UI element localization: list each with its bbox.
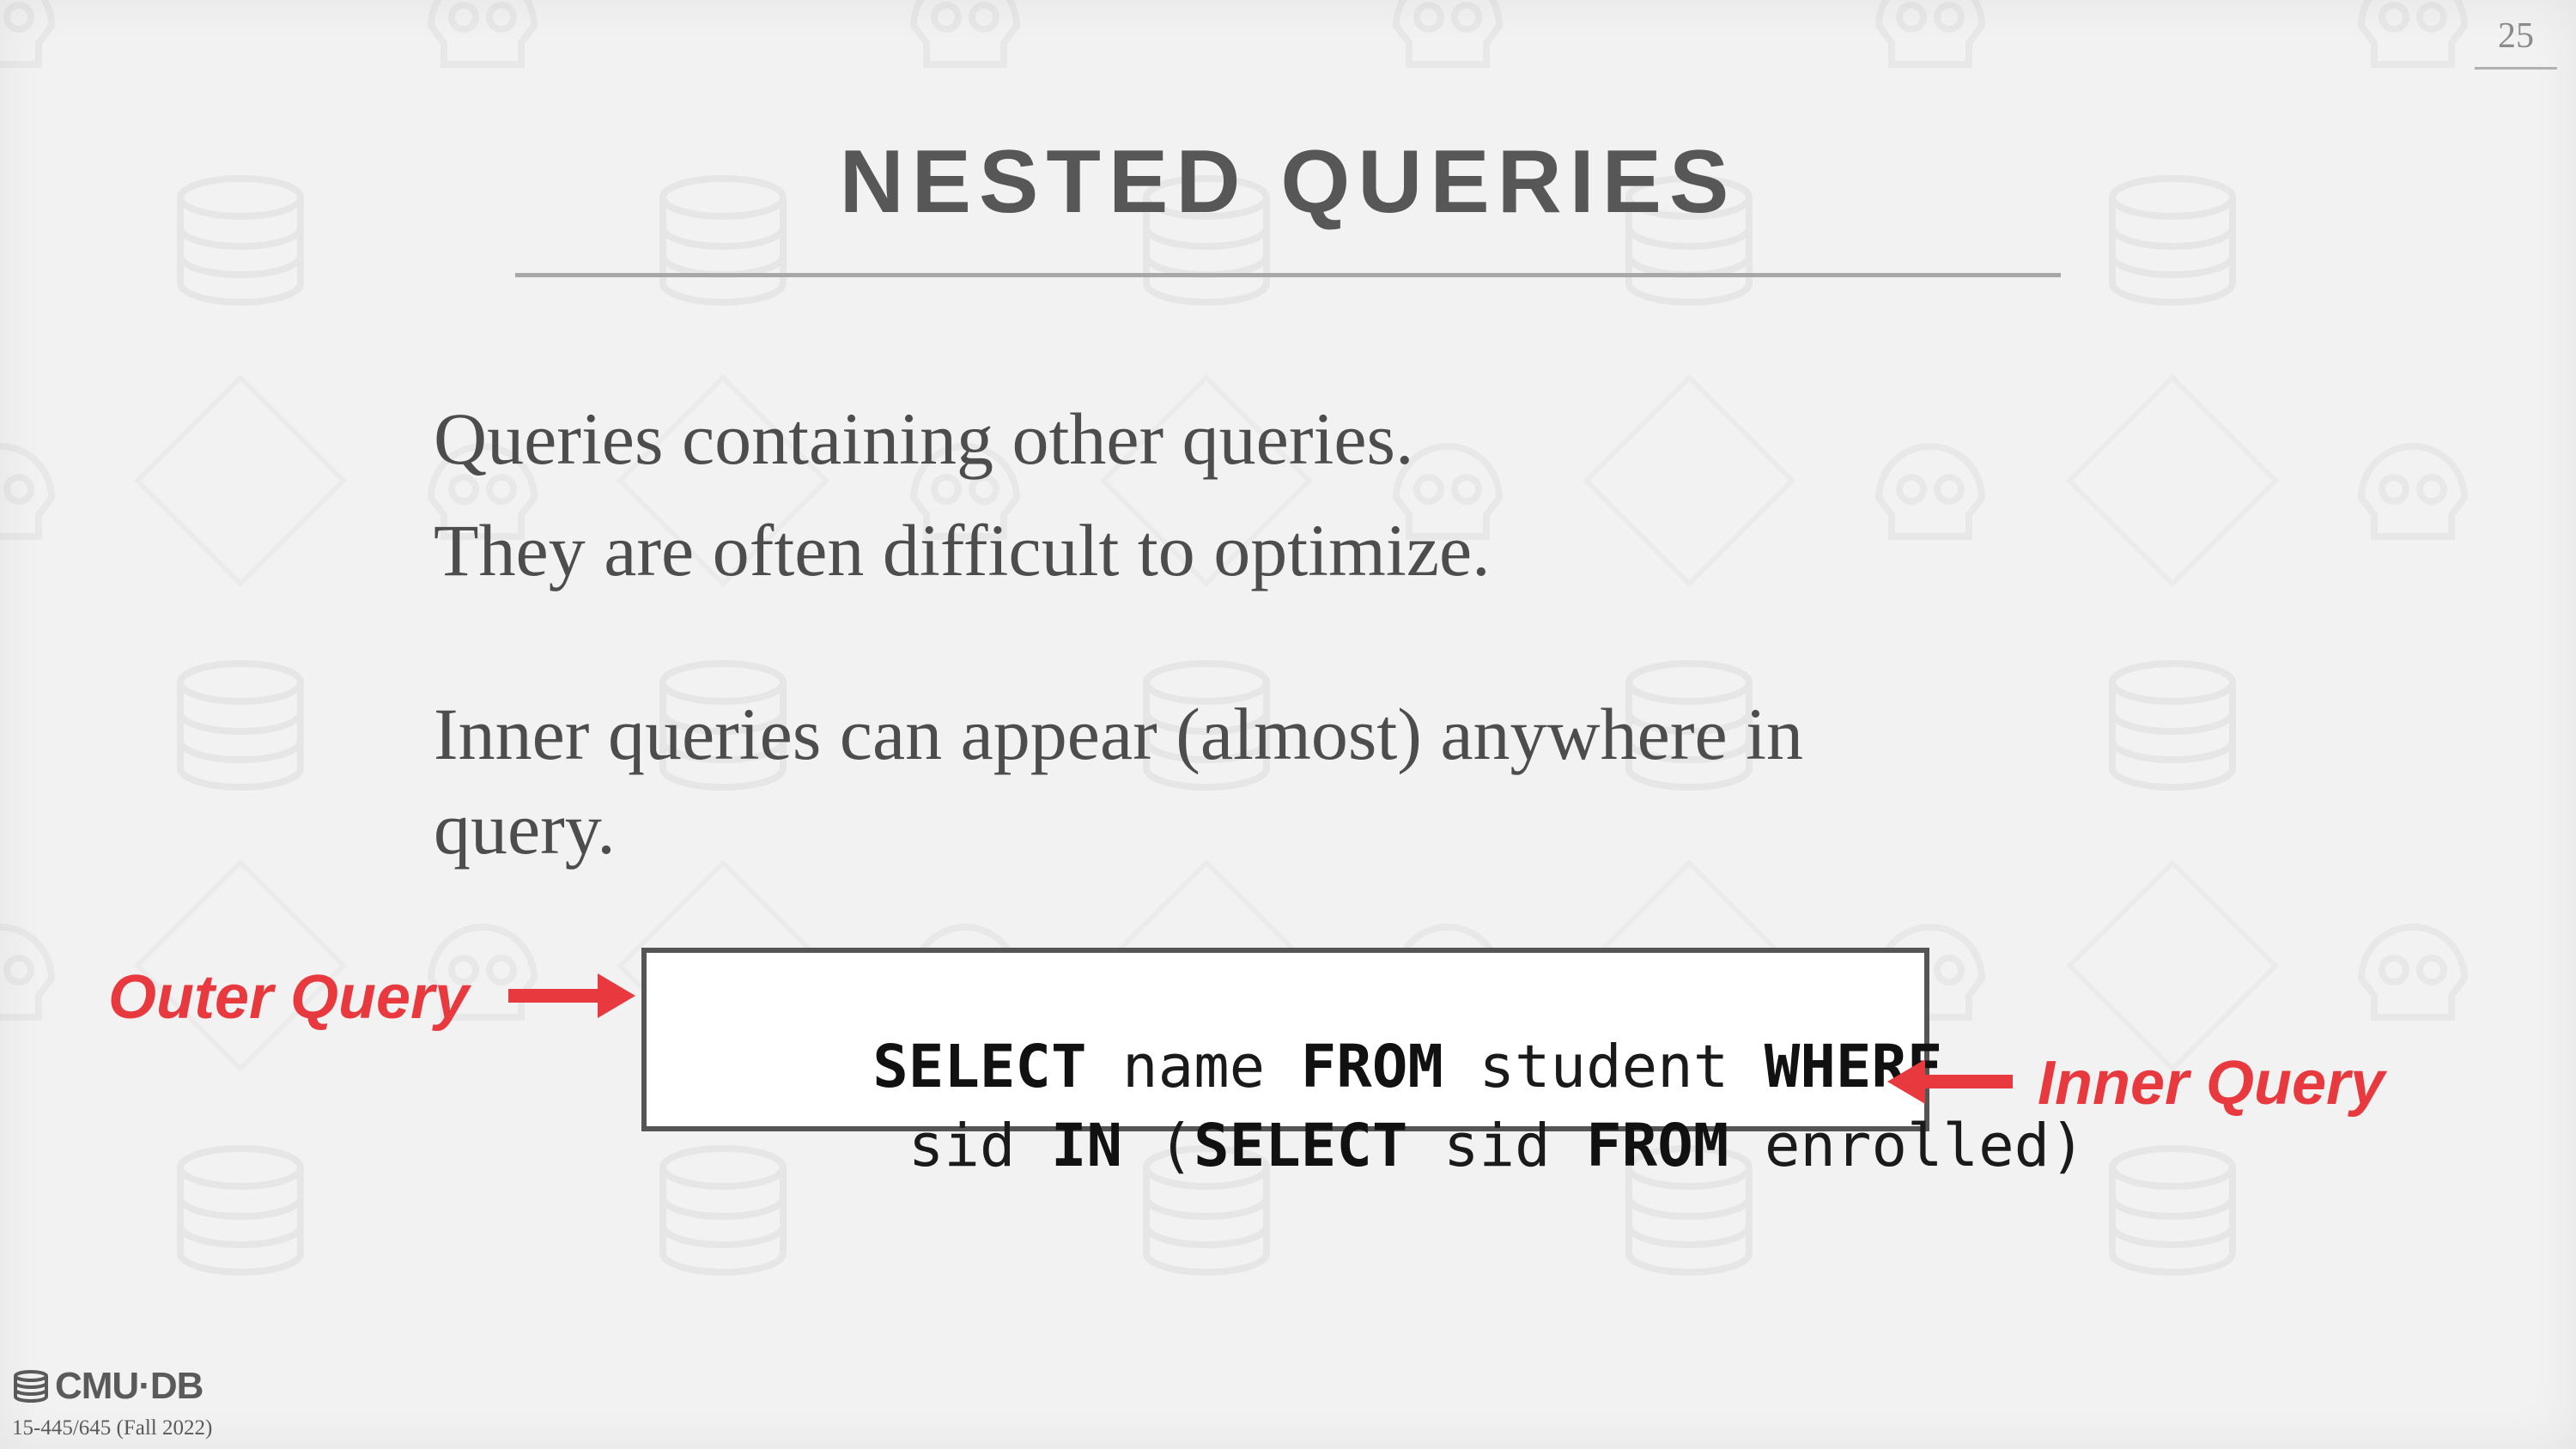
bullet-text-2: They are often difficult to optimize. — [434, 509, 1491, 591]
arrow-right-icon — [508, 973, 635, 1018]
inner-query-label: Inner Query — [2038, 1049, 2385, 1118]
database-icon — [14, 1370, 48, 1403]
outer-query-label: Outer Query — [108, 963, 470, 1032]
sql-line-2: sid IN (SELECT sid FROM enrolled) — [659, 1058, 2086, 1235]
sql-token: student — [1443, 1033, 1765, 1101]
footer-logo: CMU·DB — [12, 1365, 204, 1408]
sql-token: SELECT — [1194, 1112, 1408, 1180]
footer-logo-text: CMU·DB — [55, 1365, 204, 1407]
sql-line-1: SELECT name FROM student WHERE — [659, 979, 1942, 1156]
slide-title: NESTED QUERIES — [839, 132, 1737, 232]
bullet-text-3-continuation: query. — [434, 787, 616, 870]
bullet-text-3: Inner queries can appear (almost) anywhe… — [434, 693, 1804, 775]
page-number: 25 — [2498, 16, 2534, 56]
sql-token: FROM — [1300, 1033, 1443, 1101]
bullet-text-1: Queries containing other queries. — [434, 397, 1414, 480]
footer-course: 15-445/645 (Fall 2022) — [12, 1416, 213, 1440]
page-number-rule — [2475, 67, 2557, 70]
sql-token: IN — [1050, 1112, 1123, 1180]
sql-token: name — [1086, 1033, 1301, 1101]
sql-token: sid — [872, 1112, 1051, 1180]
sql-token: SELECT — [872, 1033, 1087, 1101]
bg-skull-row-1 — [0, 0, 2464, 64]
sql-token: ( — [1122, 1112, 1194, 1180]
sql-token: enrolled) — [1728, 1112, 2086, 1180]
sql-token: FROM — [1586, 1112, 1729, 1180]
title-underline — [515, 273, 2061, 277]
sql-token: sid — [1407, 1112, 1587, 1180]
sql-code-box: SELECT name FROM student WHERE sid IN (S… — [641, 948, 2086, 1176]
